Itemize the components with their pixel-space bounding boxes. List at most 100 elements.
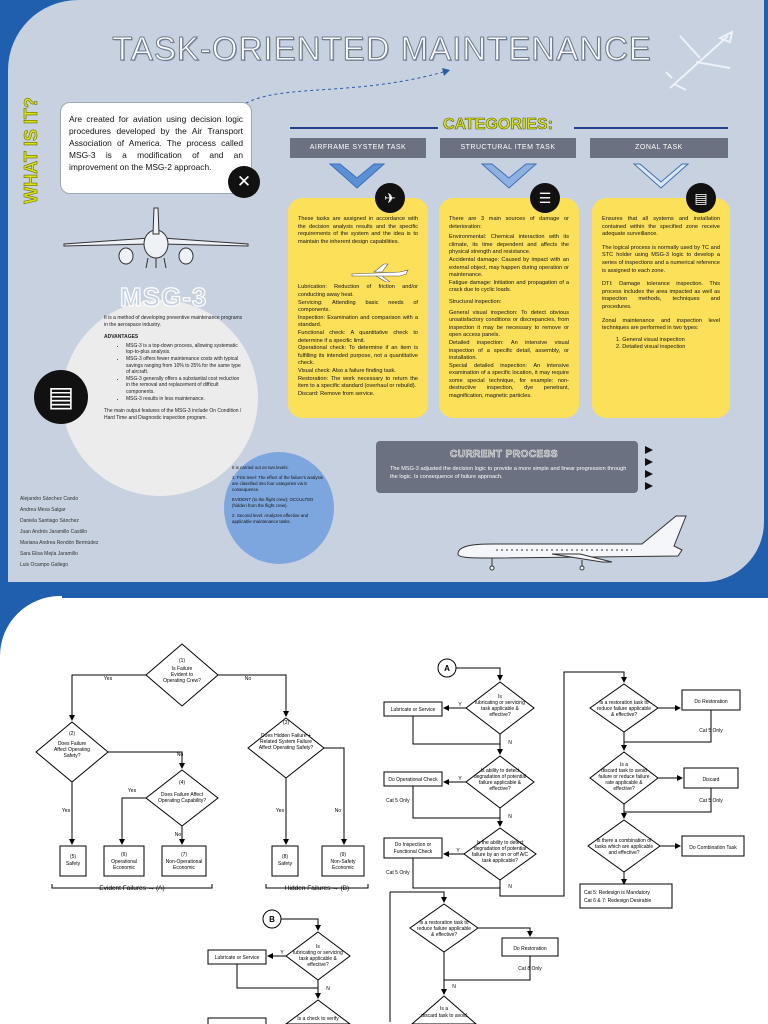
svg-text:Lubricate or Service: Lubricate or Service xyxy=(391,707,436,713)
zonal-item: 2. Detailed visual inspection xyxy=(616,344,686,351)
svg-text:N: N xyxy=(326,986,330,992)
current-process-title: CURRENT PROCESS xyxy=(450,449,559,461)
svg-text:Discard: Discard xyxy=(703,777,720,783)
result-8 xyxy=(271,845,299,877)
svg-text:Yes: Yes xyxy=(62,808,71,814)
svg-text:tasks which are applicable: tasks which are applicable xyxy=(595,844,654,850)
triangle-icon xyxy=(645,482,653,490)
airframe-item: Restoration: The work necessary to retur… xyxy=(298,375,418,390)
svg-text:N: N xyxy=(508,814,512,820)
svg-text:Cat 5 Only: Cat 5 Only xyxy=(386,870,410,876)
svg-text:(6): (6) xyxy=(121,852,127,858)
svg-text:(3): (3) xyxy=(283,720,289,726)
structural-item: Accidental damage: Caused by impact with… xyxy=(449,256,569,279)
decision-b-check xyxy=(285,999,351,1024)
level-item: 2. Second level: Analyzes effective and … xyxy=(232,513,309,524)
svg-text:Cat 5 Only: Cat 5 Only xyxy=(386,798,410,804)
structural-item: Detailed inspection: An intensive visual… xyxy=(449,339,569,362)
svg-text:No: No xyxy=(175,832,182,838)
advantages-title: ADVANTAGES xyxy=(104,334,139,341)
category-zonal-box: Ensures that all systems and installatio… xyxy=(592,198,730,418)
zonal-item: Zonal maintenance and inspection level t… xyxy=(602,317,720,332)
svg-text:N: N xyxy=(508,740,512,746)
structural-intro: There are 3 main sources of damage or de… xyxy=(449,216,569,230)
hidden-failures-label: Hidden Failures → (B) xyxy=(285,885,349,892)
level-item: 1. First level: The effect of the failur… xyxy=(232,475,323,492)
airplane-icon xyxy=(665,30,734,91)
author: Luis Ocampo Gallego xyxy=(20,562,69,568)
structural-item: Special detailed inspection: An intensiv… xyxy=(449,362,569,400)
svg-text:A: A xyxy=(444,664,450,673)
svg-text:and effective?: and effective? xyxy=(608,850,639,856)
svg-text:failure by an on or off A/C: failure by an on or off A/C xyxy=(472,852,529,858)
zonal-item: 1. General visual inspection xyxy=(616,336,685,343)
what-is-it-text: Are created for aviation using decision … xyxy=(69,114,243,172)
airframe-intro: These tasks are assigned in accordance w… xyxy=(298,216,418,245)
evident-failures-label: Evident Failures → (A) xyxy=(99,885,164,892)
svg-text:Economic: Economic xyxy=(173,865,195,871)
svg-text:N: N xyxy=(508,884,512,890)
svg-text:Do Restoration: Do Restoration xyxy=(513,946,547,952)
triangle-icon xyxy=(645,470,653,478)
svg-text:task applicable?: task applicable? xyxy=(482,858,518,864)
svg-text:discard task to avoid: discard task to avoid xyxy=(421,1013,467,1019)
advantage-item: MSG-3 is a top-down process, allowing sy… xyxy=(126,343,244,356)
svg-text:failure applicable &: failure applicable & xyxy=(479,780,522,786)
chevron-down-icon xyxy=(328,163,386,189)
flow-arrow xyxy=(324,747,347,845)
box-b-partial xyxy=(207,1017,267,1024)
svg-text:Is ability to detect: Is ability to detect xyxy=(481,768,520,774)
advantage-item: MSG-3 offers fewer maintenance costs wit… xyxy=(126,356,244,376)
svg-text:Is a restoration task to: Is a restoration task to xyxy=(419,920,468,926)
svg-text:Y: Y xyxy=(458,776,462,782)
author: Daniela Santiago Sánchez xyxy=(20,518,79,524)
svg-text:No: No xyxy=(245,676,252,682)
triangle-icon xyxy=(645,446,653,454)
svg-text:Do Operational Check: Do Operational Check xyxy=(388,777,438,783)
svg-text:Y: Y xyxy=(458,702,462,708)
category-zonal-header: ZONAL TASK xyxy=(590,138,728,158)
svg-text:degradation of potential: degradation of potential xyxy=(474,846,526,852)
advantage-item: MSG-3 generally offers a substantial cos… xyxy=(126,376,244,396)
svg-text:effective?: effective? xyxy=(489,786,511,792)
svg-text:Operating Capability?: Operating Capability? xyxy=(158,798,206,804)
airframe-item: Functional check: A quantitative check t… xyxy=(298,329,418,344)
svg-text:lubricating or servicing: lubricating or servicing xyxy=(293,950,343,956)
svg-text:Is a: Is a xyxy=(440,1006,448,1012)
svg-text:Is a restoration task to: Is a restoration task to xyxy=(599,700,648,706)
svg-text:Y: Y xyxy=(456,848,460,854)
airframe-item: Discard: Remove from service. xyxy=(298,390,375,397)
document-icon: ▤ xyxy=(34,370,88,424)
category-structural-header: STRUCTURAL ITEM TASK xyxy=(440,138,576,158)
svg-text:reduce failure applicable: reduce failure applicable xyxy=(417,926,471,932)
msg3-text: It is a method of developing preventive … xyxy=(104,315,244,421)
svg-text:Affect Operating: Affect Operating xyxy=(54,747,90,753)
chevron-down-icon xyxy=(480,163,538,189)
poster-title: TASK-ORIENTED MAINTENANCE xyxy=(112,30,652,68)
flow-arrow xyxy=(119,797,146,845)
zonal-item: DTI: Damage tolerance inspection. This p… xyxy=(602,281,720,310)
svg-text:effective?: effective? xyxy=(307,962,329,968)
svg-text:Lubricate or Service: Lubricate or Service xyxy=(215,955,260,961)
tools-icon: ✕ xyxy=(228,166,260,198)
author: Sara Elisa Mejía Jaramillo xyxy=(20,551,78,557)
svg-text:Cat 5: Redesign is Mandatory: Cat 5: Redesign is Mandatory xyxy=(584,890,650,896)
svg-text:(4): (4) xyxy=(179,780,185,786)
svg-text:(8): (8) xyxy=(282,854,288,860)
box-redesign xyxy=(579,883,673,909)
author: Andrea Mesa Salgar xyxy=(20,507,66,513)
svg-text:Safety?: Safety? xyxy=(64,753,81,759)
svg-text:Safety: Safety xyxy=(66,861,81,867)
result-6 xyxy=(103,845,145,877)
svg-text:& effective?: & effective? xyxy=(431,932,457,938)
svg-text:Cat 6 & 7: Redesign Desirable: Cat 6 & 7: Redesign Desirable xyxy=(584,898,651,904)
author: Mariana Andrea Rendón Bermúdez xyxy=(20,540,99,546)
svg-text:No: No xyxy=(335,808,342,814)
small-airplane-icon xyxy=(351,263,409,282)
svg-text:Yes: Yes xyxy=(104,676,113,682)
svg-text:degradation of potential: degradation of potential xyxy=(474,774,526,780)
msg3-intro: It is a method of developing preventive … xyxy=(104,315,243,328)
svg-text:Operational: Operational xyxy=(111,859,137,865)
airplane-side-icon xyxy=(457,515,687,571)
svg-text:Do Restoration: Do Restoration xyxy=(694,699,728,705)
